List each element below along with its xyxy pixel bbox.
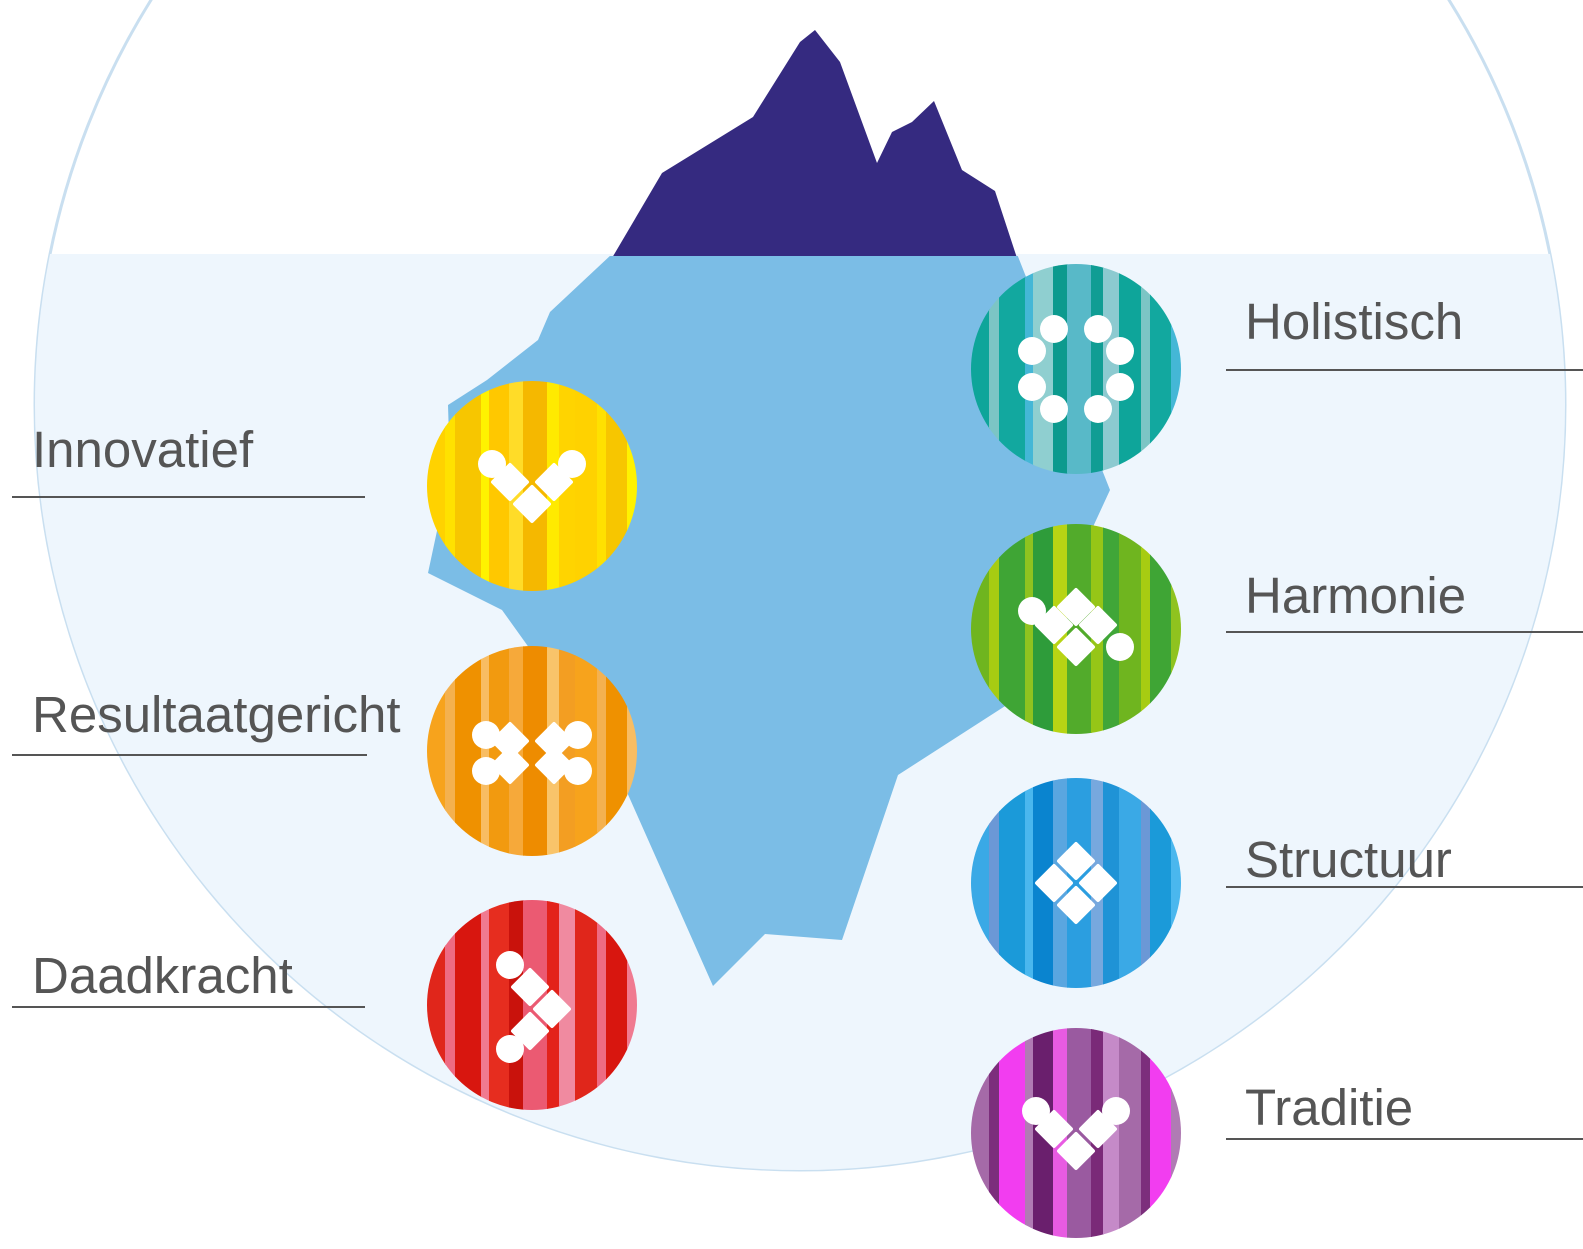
value-circle-resultaatgericht (427, 646, 637, 856)
rule-harmonie (1226, 631, 1583, 633)
wave-tiles-icon (1018, 588, 1134, 666)
value-circle-structuur (971, 778, 1181, 988)
heart-tiles-icon (1022, 1097, 1130, 1170)
value-circle-holistisch (971, 264, 1181, 474)
double-chevron-tiles-icon (472, 721, 592, 785)
rule-structuur (1226, 886, 1583, 888)
stripe-pattern (427, 381, 637, 591)
label-resultaatgericht: Resultaatgericht (32, 686, 401, 743)
label-daadkracht: Daadkracht (32, 947, 293, 1004)
value-circle-innovatief (427, 381, 637, 591)
rule-traditie (1226, 1138, 1583, 1140)
label-traditie: Traditie (1245, 1079, 1414, 1136)
ring-tiles-icon (1018, 315, 1134, 423)
rule-innovatief (12, 496, 365, 498)
heart-tiles-icon (478, 450, 586, 523)
rule-holistisch (1226, 369, 1583, 371)
value-circles (427, 264, 1181, 1238)
value-circle-harmonie (971, 524, 1181, 734)
rule-daadkracht (12, 1006, 365, 1008)
label-innovatief: Innovatief (32, 421, 254, 478)
iceberg-tip (613, 30, 1017, 256)
stripe-pattern (427, 646, 637, 856)
label-harmonie: Harmonie (1245, 567, 1467, 624)
stripe-pattern (971, 264, 1181, 474)
value-circle-daadkracht (427, 900, 637, 1110)
rule-resultaatgericht (12, 754, 367, 756)
diamond-tiles-icon (1035, 842, 1117, 924)
label-holistisch: Holistisch (1245, 293, 1464, 350)
arrow-tiles-icon (496, 951, 571, 1063)
value-circle-traditie (971, 1028, 1181, 1238)
label-structuur: Structuur (1245, 831, 1452, 888)
